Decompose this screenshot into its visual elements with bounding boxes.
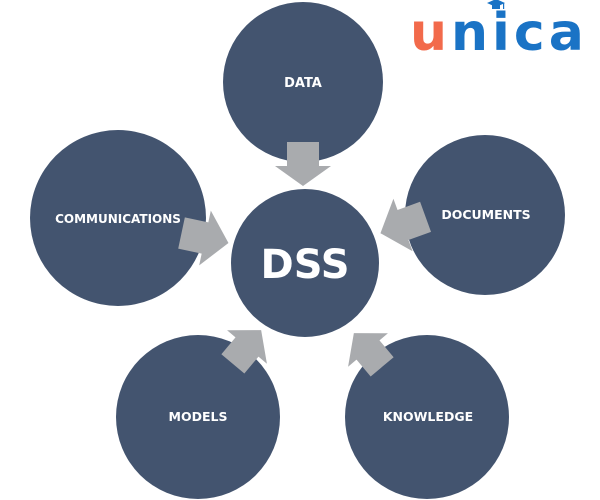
node-documents: DOCUMENTS <box>405 135 565 295</box>
node-communications: COMMUNICATIONS <box>30 130 206 306</box>
node-communications-label: COMMUNICATIONS <box>55 212 181 226</box>
node-dss-label: DSS <box>260 242 349 288</box>
arrow-knowledge-to-dss <box>348 333 394 377</box>
node-data: DATA <box>223 2 383 162</box>
graduation-cap-icon <box>487 0 506 9</box>
arrow-documents-to-dss <box>380 198 432 252</box>
node-models: MODELS <box>116 335 280 499</box>
logo-text-nica: nica <box>451 0 588 59</box>
node-knowledge-label: KNOWLEDGE <box>383 409 473 424</box>
arrow-models-to-dss <box>221 330 267 374</box>
node-knowledge: KNOWLEDGE <box>345 335 509 499</box>
node-dss: DSS <box>229 187 381 339</box>
arrow-data-to-dss <box>275 142 331 186</box>
node-data-label: DATA <box>284 76 322 91</box>
node-models-label: MODELS <box>169 409 228 424</box>
node-documents-label: DOCUMENTS <box>441 207 530 222</box>
logo-letter-u: u <box>410 3 452 63</box>
arrow-communications-to-dss <box>178 210 229 266</box>
